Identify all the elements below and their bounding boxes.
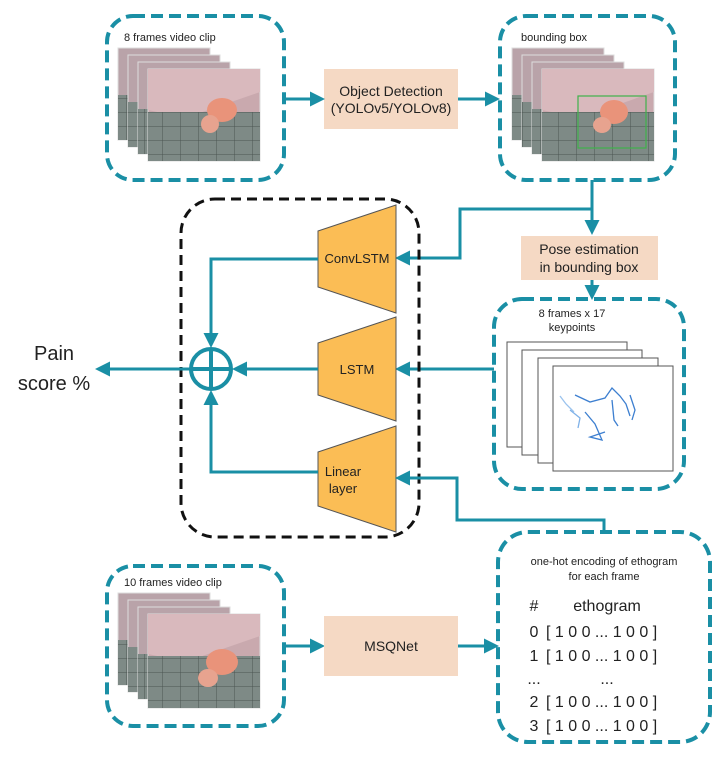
linear-label-line2: layer — [329, 481, 358, 496]
skeleton-plot — [559, 386, 636, 441]
ethogram-row-index: ... — [527, 671, 540, 688]
linear-layer-block: Linear layer — [317, 425, 397, 533]
ethogram-group: one-hot encoding of ethogram for each fr… — [496, 530, 712, 744]
ethogram-row-index: 3 — [530, 718, 539, 735]
bbox-clip-border — [498, 14, 677, 182]
lstm-label: LSTM — [340, 362, 375, 377]
top-video-clip-group: 8 frames video clip — [105, 14, 286, 182]
ethogram-row-value: ... — [600, 671, 613, 688]
bottom-video-clip-caption: 10 frames video clip — [124, 577, 222, 589]
keypoints-caption-line2: keypoints — [549, 322, 596, 334]
object-detection-line2: (YOLOv5/YOLOv8) — [331, 100, 452, 116]
bottom-frame-stack — [117, 592, 261, 709]
pose-estimation-line1: Pose estimation — [539, 241, 639, 257]
output-line1: Pain — [34, 343, 74, 365]
bottom-video-clip-group: 10 frames video clip — [105, 564, 286, 728]
top-frame-stack — [117, 47, 261, 162]
ethogram-row-index: 0 — [530, 624, 539, 641]
keypoints-caption-line1: 8 frames x 17 — [539, 308, 606, 320]
pose-estimation-box: Pose estimation in bounding box — [521, 236, 658, 280]
convlstm-block: ConvLSTM — [317, 204, 397, 314]
ethogram-row-value: [ 1 0 0 ... 1 0 0 ] — [546, 648, 657, 665]
bbox-frame-stack — [511, 47, 655, 162]
arrow-linear-to-sum — [203, 390, 318, 474]
ethogram-row-index: 2 — [530, 694, 539, 711]
bbox-clip-group: bounding box — [498, 14, 677, 182]
ethogram-title-line1: one-hot encoding of ethogram — [531, 556, 678, 568]
detection-bbox-rect — [577, 95, 647, 149]
bbox-clip-caption: bounding box — [521, 32, 588, 44]
msqnet-box: MSQNet — [324, 616, 458, 676]
sum-node-icon — [189, 347, 233, 391]
arrow-convlstm-to-sum — [203, 257, 318, 348]
ethogram-header-index: # — [530, 598, 539, 615]
ethogram-header-label: ethogram — [573, 598, 641, 615]
top-video-clip-caption: 8 frames video clip — [124, 32, 216, 44]
ethogram-rows: 0 [ 1 0 0 ... 1 0 0 ] 1 [ 1 0 0 ... 1 0 … — [527, 624, 657, 735]
mouse-icon — [207, 98, 237, 122]
keypoints-border — [492, 297, 686, 491]
keypoints-group: 8 frames x 17 keypoints — [492, 297, 686, 491]
ethogram-row-value: [ 1 0 0 ... 1 0 0 ] — [546, 694, 657, 711]
ethogram-row-index: 1 — [530, 648, 539, 665]
object-detection-line1: Object Detection — [339, 83, 443, 99]
pose-estimation-line2: in bounding box — [540, 259, 639, 275]
ethogram-row-value: [ 1 0 0 ... 1 0 0 ] — [546, 718, 657, 735]
output-line2: score % — [18, 373, 90, 395]
ethogram-row-value: [ 1 0 0 ... 1 0 0 ] — [546, 624, 657, 641]
ethogram-title-line2: for each frame — [569, 571, 640, 583]
lstm-block: LSTM — [317, 316, 397, 422]
arrow-bbox-to-convlstm — [395, 180, 594, 266]
msqnet-label: MSQNet — [364, 638, 418, 654]
linear-label-line1: Linear — [325, 464, 362, 479]
arrow-ethogram-to-linear — [395, 470, 606, 532]
object-detection-box: Object Detection (YOLOv5/YOLOv8) — [324, 69, 458, 129]
convlstm-label: ConvLSTM — [324, 251, 389, 266]
